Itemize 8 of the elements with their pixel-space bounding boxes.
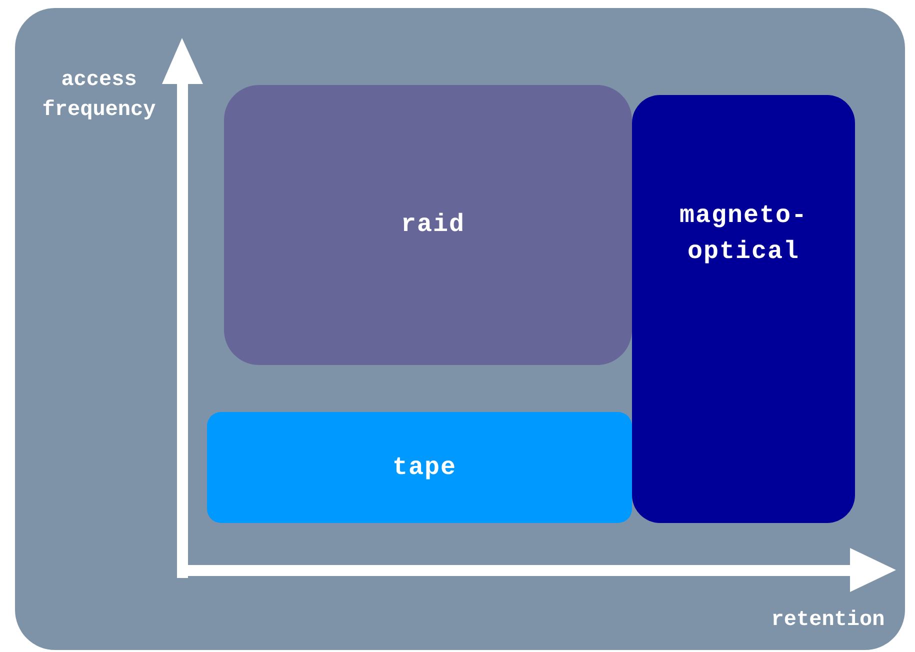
region-label: magneto-optical xyxy=(678,200,809,268)
storage-region xyxy=(632,95,855,523)
region-label: raid xyxy=(400,209,465,241)
axis-title: access frequency xyxy=(41,68,157,124)
axis-title: retention xyxy=(770,608,886,634)
storage-region xyxy=(224,85,632,365)
storage-region xyxy=(207,412,632,523)
region-label: tape xyxy=(392,452,456,484)
